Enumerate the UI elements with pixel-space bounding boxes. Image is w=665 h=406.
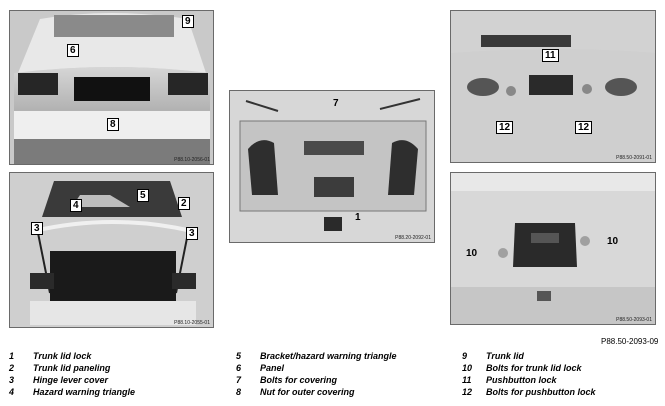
photo-code: P88.20-2092-01 bbox=[395, 235, 431, 241]
callout-paneling: 2 bbox=[178, 197, 190, 210]
figure-reference: P88.50-2093-09 bbox=[601, 337, 659, 346]
photo-code: P88.10-2055-01 bbox=[174, 320, 210, 326]
callout-pushbutton: 11 bbox=[542, 49, 559, 62]
photo-code: P88.10-2056-01 bbox=[174, 157, 210, 163]
trunk-open-photo: P88.10-2055-01 bbox=[9, 172, 214, 328]
callout-panel: 6 bbox=[67, 44, 79, 57]
photo-code: P88.50-2091-01 bbox=[616, 155, 652, 161]
callout-trunk-lid: 9 bbox=[182, 15, 194, 28]
trunk-exterior-photo: P88.10-2056-01 bbox=[9, 10, 214, 165]
callout-bolts: 7 bbox=[333, 98, 339, 109]
lock-top-photo: P88.50-2091-01 bbox=[450, 10, 656, 163]
lock-bottom-image bbox=[451, 173, 655, 324]
callout-bolts-left: 12 bbox=[496, 121, 514, 134]
photo-code: P88.50-2093-01 bbox=[616, 317, 652, 323]
callout-hinge-right: 3 bbox=[186, 227, 198, 240]
callout-bolt-right: 10 bbox=[607, 236, 619, 247]
callout-nut: 8 bbox=[107, 118, 119, 131]
callout-bracket: 5 bbox=[137, 189, 149, 202]
lid-inner-image bbox=[230, 91, 434, 242]
callout-bolts-right: 12 bbox=[575, 121, 593, 134]
trunk-exterior-image bbox=[10, 11, 213, 164]
callout-lock: 1 bbox=[355, 212, 361, 223]
lid-inner-photo: P88.20-2092-01 bbox=[229, 90, 435, 243]
lock-bottom-photo: P88.50-2093-01 bbox=[450, 172, 656, 325]
callout-hazard-triangle: 4 bbox=[70, 199, 82, 212]
callout-bolt-left: 10 bbox=[466, 248, 478, 259]
lock-top-image bbox=[451, 11, 655, 162]
callout-hinge-left: 3 bbox=[31, 222, 43, 235]
